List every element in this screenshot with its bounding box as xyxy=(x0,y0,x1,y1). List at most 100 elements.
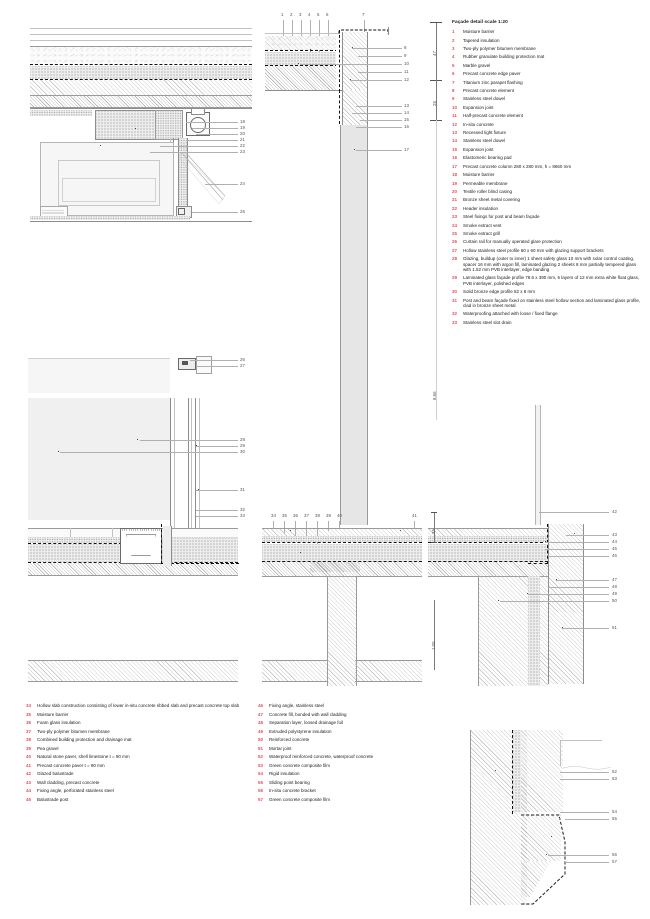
legend-item-text: Expansion joint xyxy=(463,104,494,110)
callout-41: 41 xyxy=(412,513,417,518)
legend-item-text: Fixing angle, perforated stainless steel xyxy=(37,788,114,793)
legend-item-text: Moisture barrier xyxy=(463,29,495,35)
callout-29: 29 xyxy=(240,443,245,448)
legend-item-number: 25 xyxy=(452,230,458,236)
callout-12: 12 xyxy=(404,77,409,82)
legend-item-text: Concrete fill, bonded with wall cladding xyxy=(269,711,347,717)
legend-item: 43 Wall cladding, precast concrete xyxy=(26,780,241,785)
callout-57: 57 xyxy=(612,859,617,864)
legend-item-text: Laminated glass façade profile 79.6 x 39… xyxy=(463,275,640,286)
callout-54: 54 xyxy=(612,809,617,814)
legend-item: 5 Marble gravel xyxy=(452,63,642,68)
callout-14: 14 xyxy=(404,110,409,115)
legend-item-text: Precast concrete column 280 x 280 mm, h … xyxy=(463,163,572,169)
legend-item-text: Sliding point bearing xyxy=(269,779,310,785)
legend-item-text: Steel fixings for post and beam façade xyxy=(463,214,540,220)
legend-item-text: Expansion joint xyxy=(463,146,494,152)
legend-item-text: Curtain rail for manually operated glare… xyxy=(463,239,562,245)
legend-item-text: Stainless steel dowel xyxy=(463,96,506,102)
legend-item: 29 Laminated glass façade profile 79.6 x … xyxy=(452,275,642,286)
callout-4: 4 xyxy=(308,12,311,17)
legend-item-number: 41 xyxy=(26,762,32,768)
legend-item-text: Smoke extract grill xyxy=(463,230,501,236)
callout-5: 5 xyxy=(317,12,320,17)
dimension-slab-zone: 35 xyxy=(431,529,436,534)
legend-item: 26 Curtain rail for manually operated gla… xyxy=(452,239,642,244)
callout-51: 51 xyxy=(612,625,617,630)
legend-item-number: 29 xyxy=(452,275,458,281)
legend-item-text: Post and beam façade fixed on stainless … xyxy=(463,297,641,308)
legend-item-text: Balustrade post xyxy=(37,796,69,802)
legend-item-text: Foam glass insulation xyxy=(37,720,81,725)
dimension-basement-height: 1.05 xyxy=(431,641,436,650)
legend-item-text: Bronze sheet metal covering xyxy=(463,197,521,203)
legend-item-number: 10 xyxy=(452,104,458,110)
legend-item-number: 43 xyxy=(26,779,32,785)
legend-item-number: 22 xyxy=(452,205,458,211)
legend-item-number: 27 xyxy=(452,247,458,253)
legend-item-number: 21 xyxy=(452,197,458,203)
legend-item-text: Combined building protection and drainag… xyxy=(37,737,132,742)
legend-item-text: Marble gravel xyxy=(463,62,491,68)
callout-39: 39 xyxy=(326,513,331,518)
legend-item-number: 30 xyxy=(452,289,458,295)
callout-32: 32 xyxy=(240,507,245,512)
callout-31: 31 xyxy=(240,487,245,492)
legend-item-text: Green concrete composite film xyxy=(269,796,331,802)
legend-item-text: In-situ concrete bracket xyxy=(269,788,316,793)
callout-13: 13 xyxy=(404,103,409,108)
legend-item: 21 Bronze sheet metal covering xyxy=(452,197,642,202)
callout-6: 6 xyxy=(326,12,329,17)
legend-item: 41 Precast concrete paver t = 90 mm xyxy=(26,763,241,768)
legend-item: 25 Smoke extract grill xyxy=(452,231,642,236)
callout-1: 1 xyxy=(281,12,284,17)
callout-38: 38 xyxy=(315,513,320,518)
dimension-storey-height: 8.66 xyxy=(432,391,437,400)
legend-item-number: 48 xyxy=(258,720,264,725)
legend-item-number: 26 xyxy=(452,239,458,245)
callout-27: 27 xyxy=(240,363,245,368)
legend-item-number: 15 xyxy=(452,146,458,152)
legend-item-number: 42 xyxy=(26,771,32,776)
legend-item-number: 5 xyxy=(452,62,455,68)
legend-item-text: Wall cladding, precast concrete xyxy=(37,779,100,785)
callout-3: 3 xyxy=(299,12,302,17)
callout-46: 46 xyxy=(612,553,617,558)
legend-item-text: Two-ply polymer bitumen membrane xyxy=(37,728,110,734)
legend-item-text: Header insulation xyxy=(463,205,499,211)
legend-item-number: 7 xyxy=(452,79,455,85)
legend-item: 22 Header insulation xyxy=(452,206,642,211)
legend-item-text: Extruded polystyrene insulation xyxy=(269,728,332,734)
callout-50: 50 xyxy=(612,598,617,603)
legend-item-text: Tapered insulation xyxy=(463,37,500,43)
legend-item-text: Moisture barrier xyxy=(37,711,69,717)
legend-item-text: Moisture barrier xyxy=(463,172,495,178)
callout-26: 26 xyxy=(240,357,245,362)
legend-item-number: 24 xyxy=(452,222,458,228)
legend-item-text: Fixing angle, stainless steel xyxy=(269,703,325,708)
legend-item-text: Hollow slab construction consisting of l… xyxy=(37,703,240,708)
legend-item-text: Precast concrete paver t = 90 mm xyxy=(37,762,105,768)
